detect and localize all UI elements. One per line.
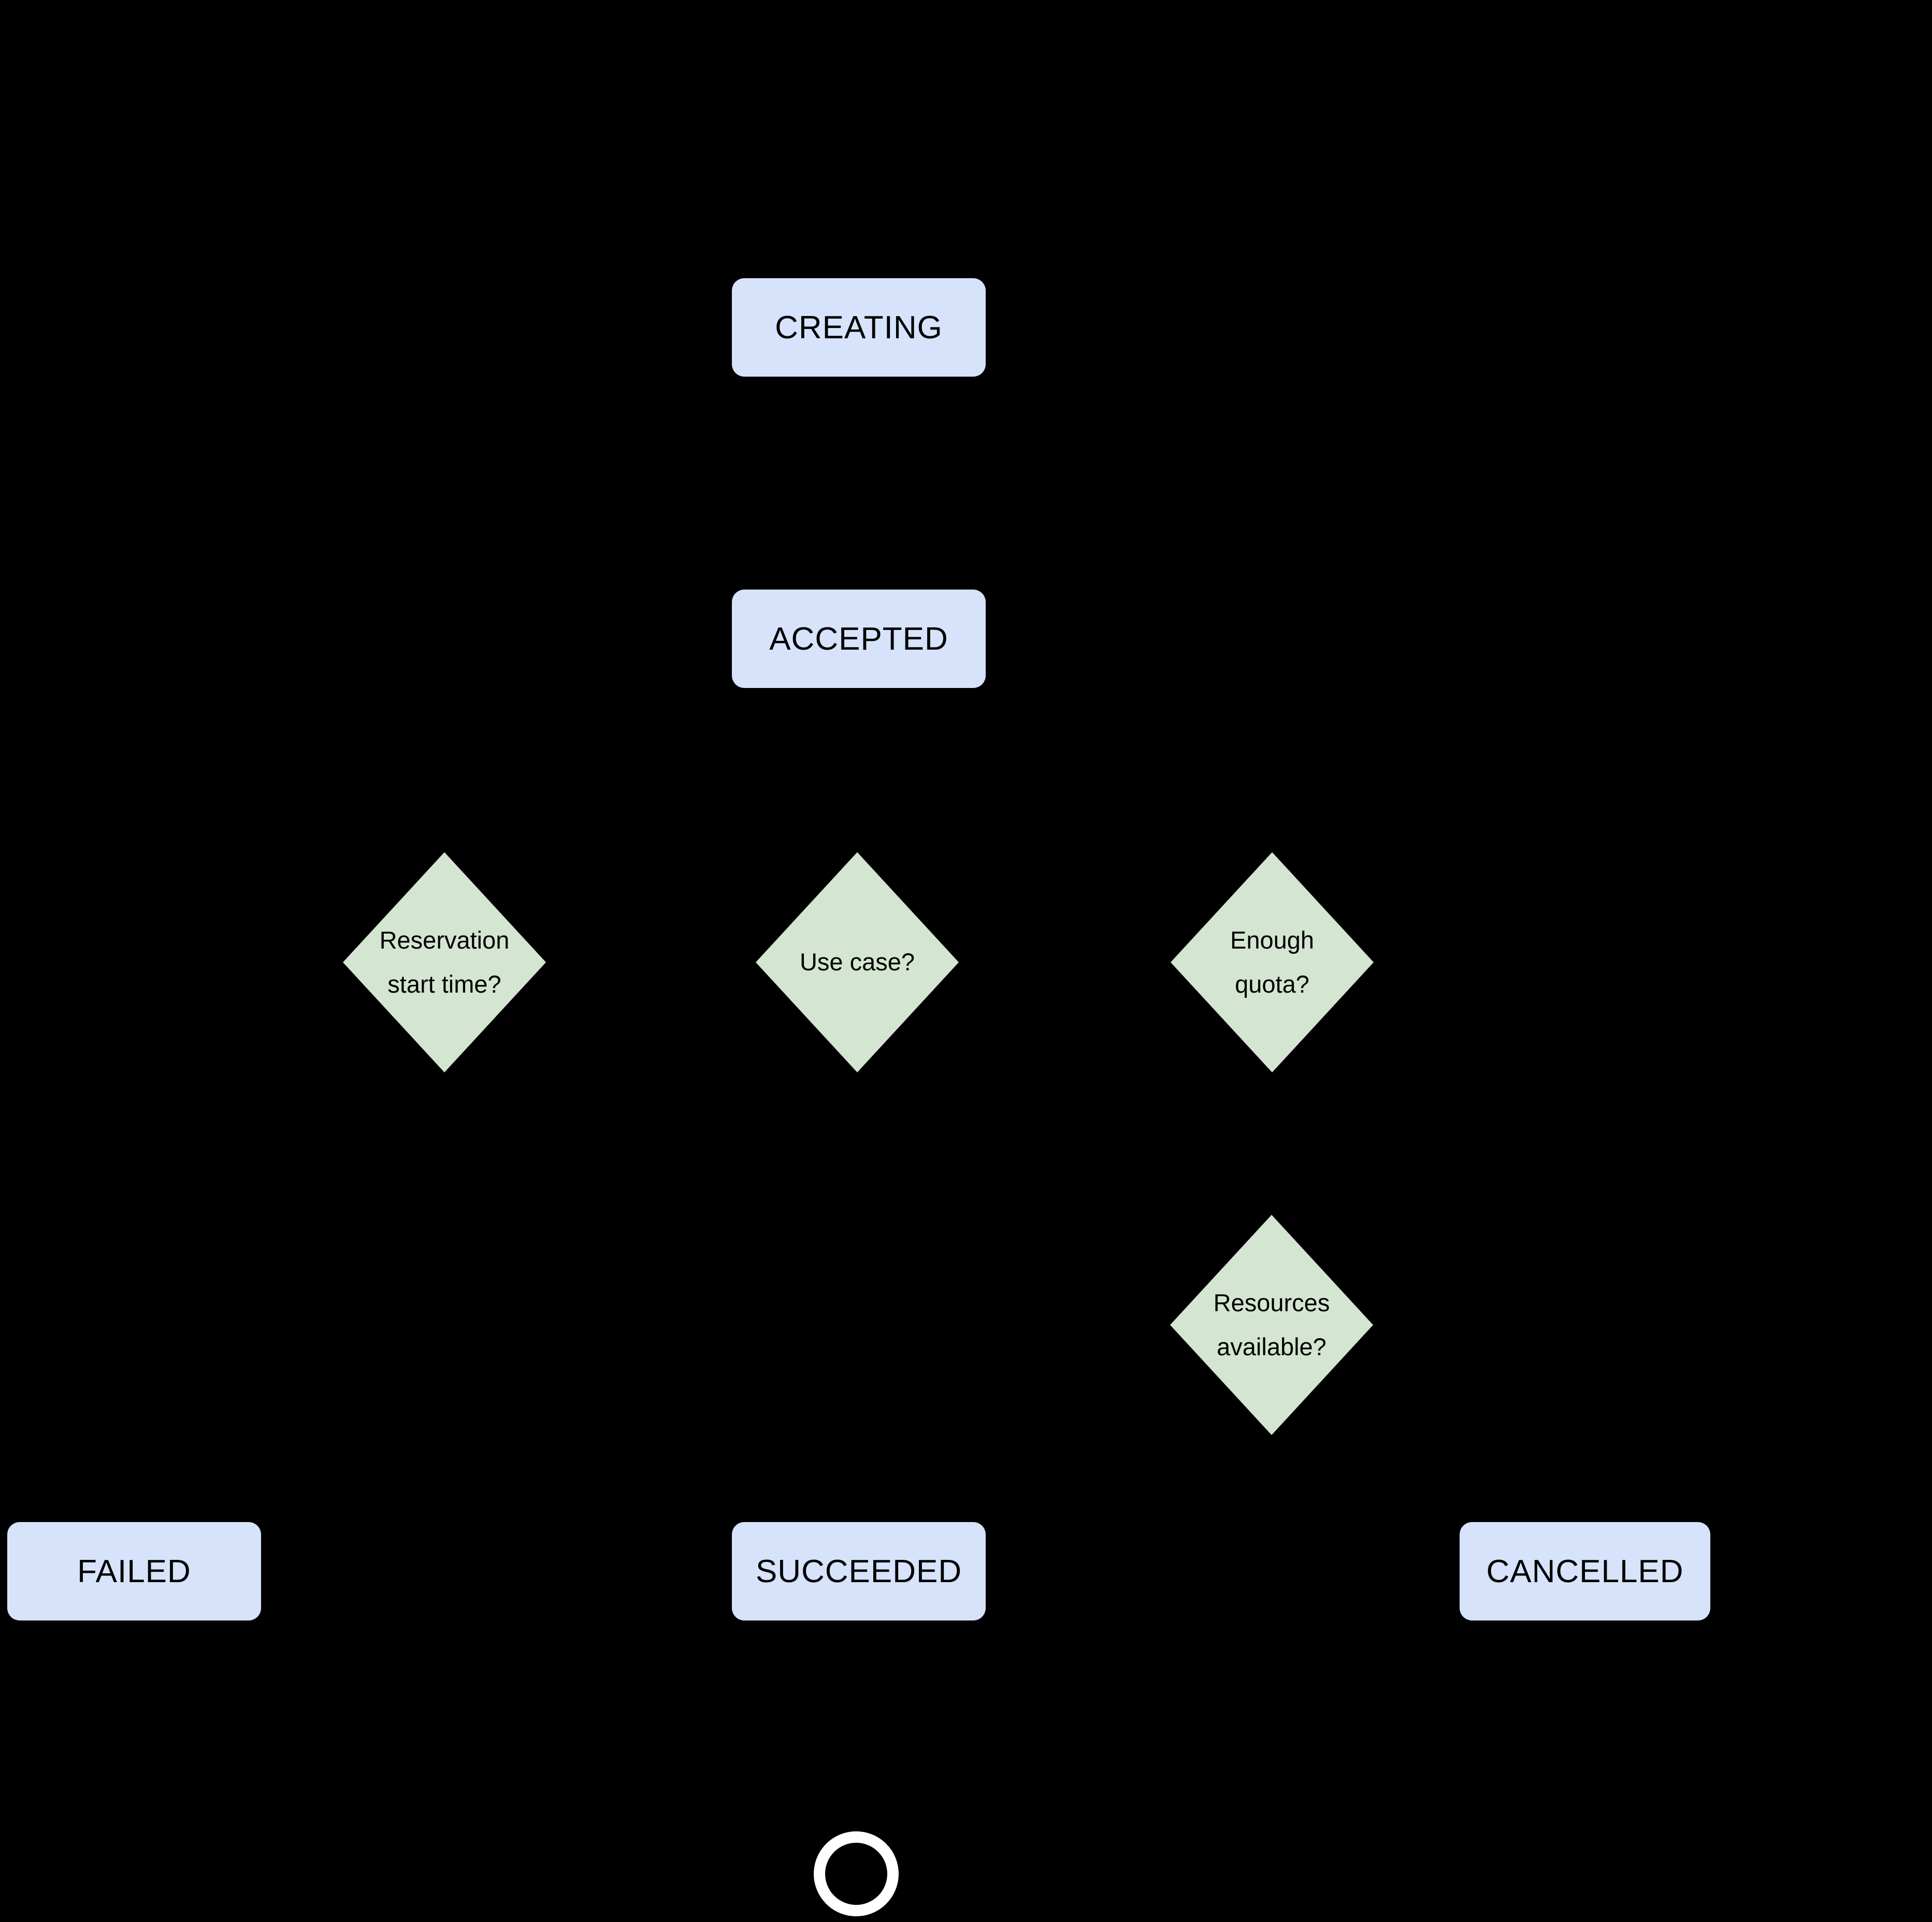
state-box-cancelled: CANCELLED [1460, 1522, 1710, 1620]
decision-diamond-resources-available: Resources available? [1170, 1215, 1373, 1435]
state-box-succeeded: SUCCEEDED [732, 1522, 986, 1620]
decision-label-reservation-start-time: Reservation start time? [379, 926, 510, 998]
state-box-creating: CREATING [732, 278, 986, 377]
end-state-circle-icon [814, 1831, 899, 1916]
decision-diamond-reservation-start-time: Reservation start time? [343, 852, 546, 1072]
decision-diamond-enough-quota: Enough quota? [1171, 852, 1374, 1072]
state-box-failed: FAILED [7, 1522, 261, 1620]
decision-diamond-use-case: Use case? [756, 852, 959, 1072]
decision-label-use-case: Use case? [799, 948, 915, 976]
decision-label-resources-available: Resources available? [1213, 1288, 1330, 1360]
state-box-accepted: ACCEPTED [732, 590, 986, 688]
decision-label-enough-quota: Enough quota? [1230, 926, 1315, 998]
